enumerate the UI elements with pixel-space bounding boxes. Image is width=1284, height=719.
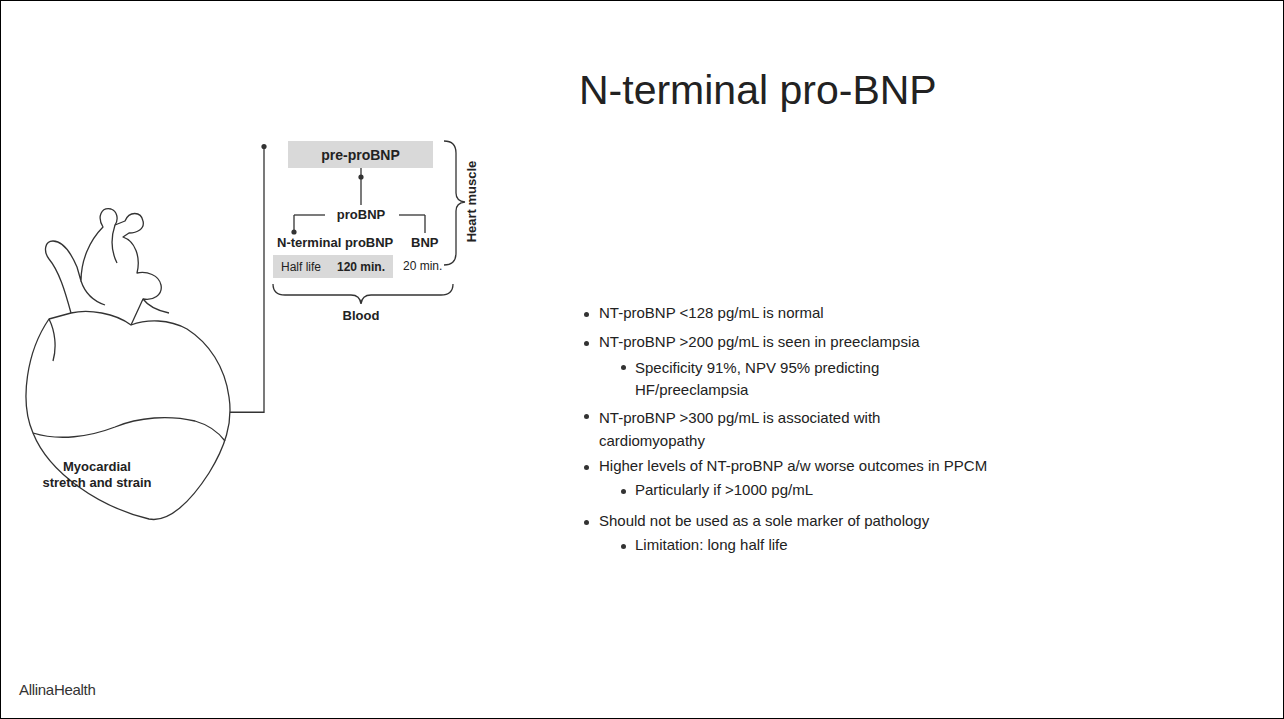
- sub-bullet-text: Limitation: long half life: [635, 536, 788, 553]
- heart-muscle-brace: [444, 141, 465, 265]
- blood-brace: [273, 284, 453, 304]
- bullet-text: Should not be used as a sole marker of p…: [599, 512, 929, 529]
- heart-body: [26, 312, 230, 520]
- pathway-lines: [273, 141, 465, 304]
- molecule-label: N-terminal proBNP: [277, 235, 393, 250]
- bullet-dot: [584, 312, 589, 317]
- connector-dot: [261, 144, 266, 149]
- precursor-box: pre-proBNP: [288, 141, 433, 168]
- half-life-cell: Half life 120 min.: [273, 255, 393, 278]
- vessel-detail: [49, 225, 169, 361]
- bullet-text: Higher levels of NT-proBNP a/w worse out…: [599, 457, 987, 474]
- sub-bullet-text: Specificity 91%, NPV 95% predicting HF/p…: [635, 357, 903, 401]
- box-label: pre-proBNP: [321, 147, 400, 163]
- bullet-text: NT-proBNP <128 pg/mL is normal: [599, 304, 824, 321]
- junction-dot: [358, 174, 363, 179]
- slide-title: N-terminal pro-BNP: [579, 67, 937, 114]
- compartment-label: Blood: [331, 308, 391, 323]
- brand-logo-text: AllinaHealth: [19, 681, 95, 698]
- half-life-value: 20 min.: [403, 259, 442, 273]
- heart-figure: Myocardial stretch and strain: [19, 201, 234, 526]
- connector-line: [230, 147, 264, 413]
- cell-value: 120 min.: [337, 260, 385, 274]
- bullet-dot: [584, 341, 589, 346]
- bullet-dot: [621, 544, 626, 549]
- bullet-text: NT-proBNP >300 pg/mL is associated with …: [599, 406, 929, 452]
- rotated-label: Heart muscle: [464, 152, 479, 252]
- heart-strokes: [26, 209, 230, 520]
- junction-dot: [291, 229, 296, 234]
- bullet-dot: [584, 414, 589, 419]
- bullet-dot: [621, 489, 626, 494]
- sub-bullet-text: Particularly if >1000 pg/mL: [635, 481, 813, 498]
- figure-caption: Myocardial stretch and strain: [41, 459, 153, 491]
- bullet-dot: [621, 365, 626, 370]
- molecule-label: BNP: [411, 235, 438, 250]
- bullet-dot: [584, 520, 589, 525]
- connector: [230, 144, 267, 412]
- great-vessels: [46, 209, 162, 325]
- atrium-line: [33, 418, 225, 441]
- molecule-label: proBNP: [321, 207, 401, 222]
- bullet-dot: [584, 465, 589, 470]
- bullet-text: NT-proBNP >200 pg/mL is seen in preeclam…: [599, 333, 920, 350]
- cell-label: Half life: [281, 260, 321, 274]
